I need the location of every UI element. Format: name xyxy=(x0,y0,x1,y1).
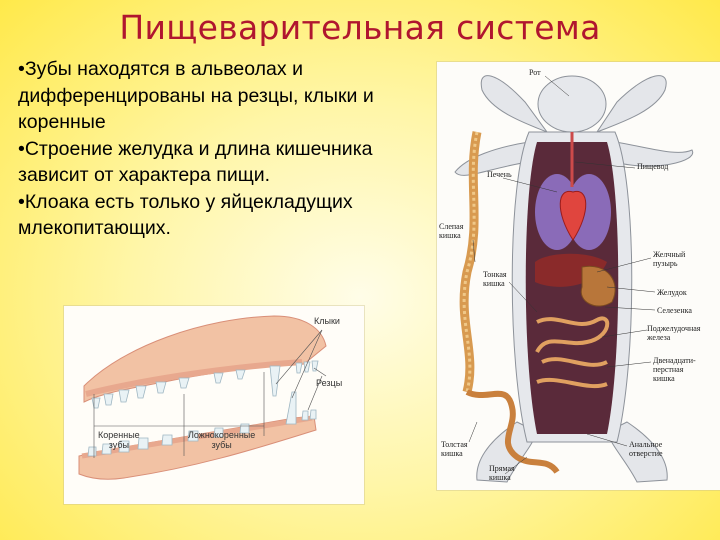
jaw-figure: Клыки Резцы Коренные зубы Ложнокоренные … xyxy=(64,306,364,504)
bullet-cloaca: •Клоака есть только у яйцекладущих млеко… xyxy=(18,190,353,240)
label-molars: Коренные зубы xyxy=(98,430,140,450)
label-esophagus: Пищевод xyxy=(637,162,669,171)
rabbit-anatomy-figure: Рот Печень Пищевод Слепая кишка Тонкая к… xyxy=(437,62,720,490)
label-colon: Толстая кишка xyxy=(441,440,468,458)
label-small-intestine: Тонкая кишка xyxy=(483,270,507,288)
label-spleen: Селезенка xyxy=(657,306,692,315)
label-liver: Печень xyxy=(487,170,512,179)
label-incisors: Резцы xyxy=(316,378,343,388)
label-mouth: Рот xyxy=(529,68,541,77)
jaw-illustration xyxy=(78,315,327,480)
bullet-stomach: •Строение желудка и длина кишечника зави… xyxy=(18,137,373,187)
label-duodenum: Двенадцати- перстная кишка xyxy=(653,356,696,383)
label-cecum: Слепая кишка xyxy=(439,222,464,240)
rabbit-illustration xyxy=(454,75,694,483)
bullet-list: •Зубы находятся в альвеолах и дифференци… xyxy=(18,56,418,242)
label-anus: Анальное отверстие xyxy=(629,440,663,458)
label-premolars: Ложнокоренные зубы xyxy=(188,430,256,450)
slide-title: Пищеварительная система xyxy=(119,8,601,47)
label-gallbladder: Желчный пузырь xyxy=(653,250,686,268)
label-stomach: Желудок xyxy=(657,288,687,297)
label-rectum: Прямая кишка xyxy=(489,464,515,482)
bullet-teeth: •Зубы находятся в альвеолах и дифференци… xyxy=(18,58,374,133)
label-pancreas: Поджелудочная железа xyxy=(647,324,701,342)
label-canines: Клыки xyxy=(314,316,340,326)
